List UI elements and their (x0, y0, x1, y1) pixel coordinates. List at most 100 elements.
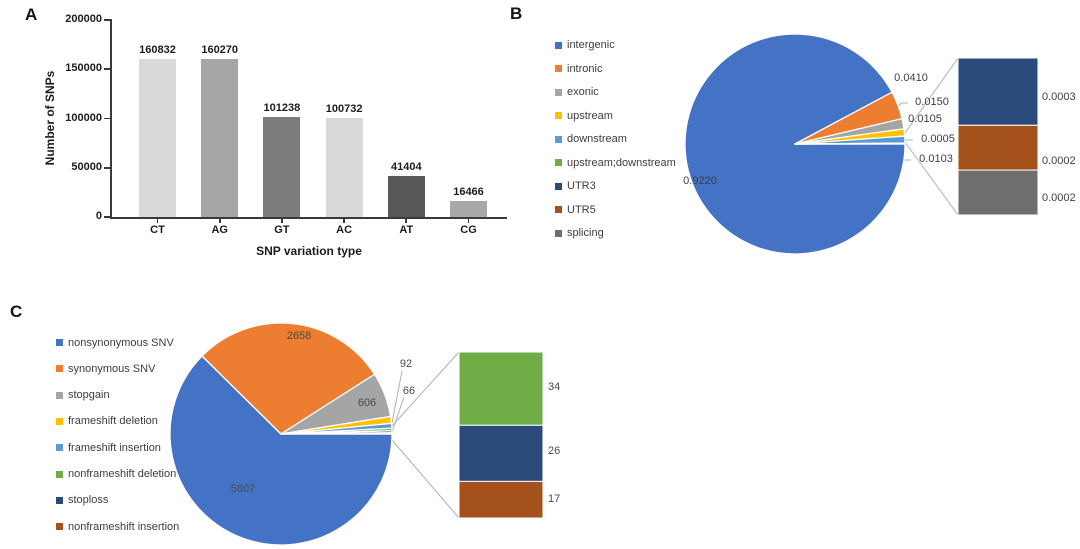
pie-value-label: 5807 (230, 483, 256, 495)
legend-item-synonymous-snv: synonymous SNV (56, 361, 155, 376)
pie-value-label: 0.0103 (919, 153, 953, 165)
legend-swatch-icon (56, 523, 63, 531)
x-axis-tick-mark (156, 218, 159, 223)
x-axis-tick-mark (218, 218, 221, 223)
legend-label: intronic (567, 62, 603, 75)
legend-swatch-icon (555, 206, 562, 213)
legend-item-nonframeshift-insertion: nonframeshift insertion (56, 519, 179, 534)
x-tick-label: AC (336, 224, 353, 236)
c-pie-slice-nonsynonymous-snv (169, 355, 393, 546)
panel-b-letter: B (510, 4, 523, 23)
legend-swatch-icon (555, 112, 562, 119)
y-axis-line (109, 19, 112, 219)
bar-gt (263, 117, 301, 217)
legend-item-frameshift-insertion: frameshift insertion (56, 440, 161, 455)
legend-item-upstream: upstream (555, 108, 613, 123)
legend-item-splicing: splicing (555, 226, 604, 241)
b-breakout-line (904, 57, 959, 134)
x-axis-tick-mark (467, 218, 470, 223)
bar-value-label: 160270 (201, 44, 239, 57)
legend-label: synonymous SNV (68, 362, 156, 375)
legend-swatch-icon (555, 88, 562, 96)
bar-ct (139, 58, 176, 217)
breakout-value-label: 0.0002 (1042, 155, 1076, 167)
legend-item-nonsynonymous-snv: nonsynonymous SNV (56, 335, 174, 350)
legend-swatch-icon (56, 444, 63, 452)
y-tick-label: 100000 (65, 111, 102, 124)
c-leader-line (391, 370, 403, 424)
legend-label: nonsynonymous SNV (68, 336, 174, 349)
legend-label: frameshift deletion (68, 415, 158, 428)
y-tick-label: 150000 (65, 62, 102, 75)
x-axis-tick-mark (281, 218, 283, 223)
x-tick-label: AG (211, 224, 228, 236)
legend-item-upstream-downstream: upstream;downstream (555, 155, 676, 170)
legend-item-frameshift-deletion: frameshift deletion (56, 414, 158, 429)
x-axis-title: SNP variation type (256, 244, 362, 258)
legend-item-utr3: UTR3 (555, 179, 596, 194)
x-tick-label: GT (274, 224, 290, 236)
legend-swatch-icon (555, 65, 562, 72)
bar-value-label: 160832 (139, 43, 176, 56)
y-axis-tick-mark (103, 68, 110, 71)
bar-ac (325, 117, 363, 217)
b-breakout-line (904, 141, 959, 216)
pie-value-label: 606 (357, 397, 377, 409)
legend-label: nonframeshift insertion (68, 520, 180, 533)
pie-value-label: 0.0105 (908, 113, 942, 125)
legend-item-stopgain: stopgain (56, 388, 110, 403)
legend-label: UTR5 (567, 203, 596, 216)
c-breakout-segment-stoploss (458, 424, 544, 482)
legend-swatch-icon (56, 391, 63, 399)
y-tick-label: 200000 (65, 13, 102, 25)
x-tick-label: CT (150, 224, 165, 236)
panel-c-letter: C (10, 302, 23, 321)
legend-swatch-icon (555, 159, 562, 166)
legend-item-nonframeshift-deletion: nonframeshift deletion (56, 467, 176, 482)
bar-value-label: 100732 (325, 102, 363, 115)
legend-item-stoploss: stoploss (56, 493, 108, 508)
legend-swatch-icon (555, 135, 562, 143)
b-breakout-segment-splicing (957, 169, 1039, 216)
y-axis-tick-mark (103, 166, 110, 169)
legend-swatch-icon (555, 229, 562, 237)
legend-swatch-icon (555, 182, 562, 190)
legend-swatch-icon (56, 470, 63, 478)
c-pie-slice-nonframeshift-insertion (280, 432, 393, 435)
legend-item-utr5: UTR5 (555, 202, 596, 217)
legend-item-intergenic: intergenic (555, 38, 615, 53)
legend-label: intergenic (567, 39, 615, 51)
breakout-value-label: 34 (548, 381, 561, 393)
legend-swatch-icon (56, 365, 63, 373)
pie-value-label: 0.0410 (894, 72, 928, 84)
y-tick-label: 0 (95, 210, 102, 222)
legend-swatch-icon (56, 496, 63, 504)
bar-value-label: 41404 (391, 161, 422, 174)
breakout-value-label: 0.0002 (1042, 192, 1076, 204)
x-tick-label: AT (399, 224, 414, 236)
legend-label: upstream (567, 109, 613, 122)
bar-value-label: 101238 (263, 102, 301, 115)
legend-label: upstream;downstream (567, 156, 676, 169)
y-axis-tick-mark (103, 19, 110, 21)
y-tick-label: 50000 (71, 160, 102, 173)
c-breakout-line (391, 439, 460, 519)
pie-value-label: 66 (402, 385, 416, 397)
pie-value-label: 2658 (286, 330, 312, 342)
legend-label: frameshift insertion (68, 441, 161, 454)
bar-cg (450, 200, 487, 217)
legend-item-intronic: intronic (555, 61, 602, 76)
legend-swatch-icon (56, 417, 63, 425)
legend-label: exonic (567, 86, 599, 98)
c-breakout-line (391, 351, 460, 427)
breakout-value-label: 17 (548, 493, 561, 505)
legend-item-exonic: exonic (555, 85, 599, 100)
c-leader-line (391, 396, 405, 433)
pie-value-label: 0.0005 (921, 133, 955, 145)
panel-a-letter: A (25, 5, 38, 24)
